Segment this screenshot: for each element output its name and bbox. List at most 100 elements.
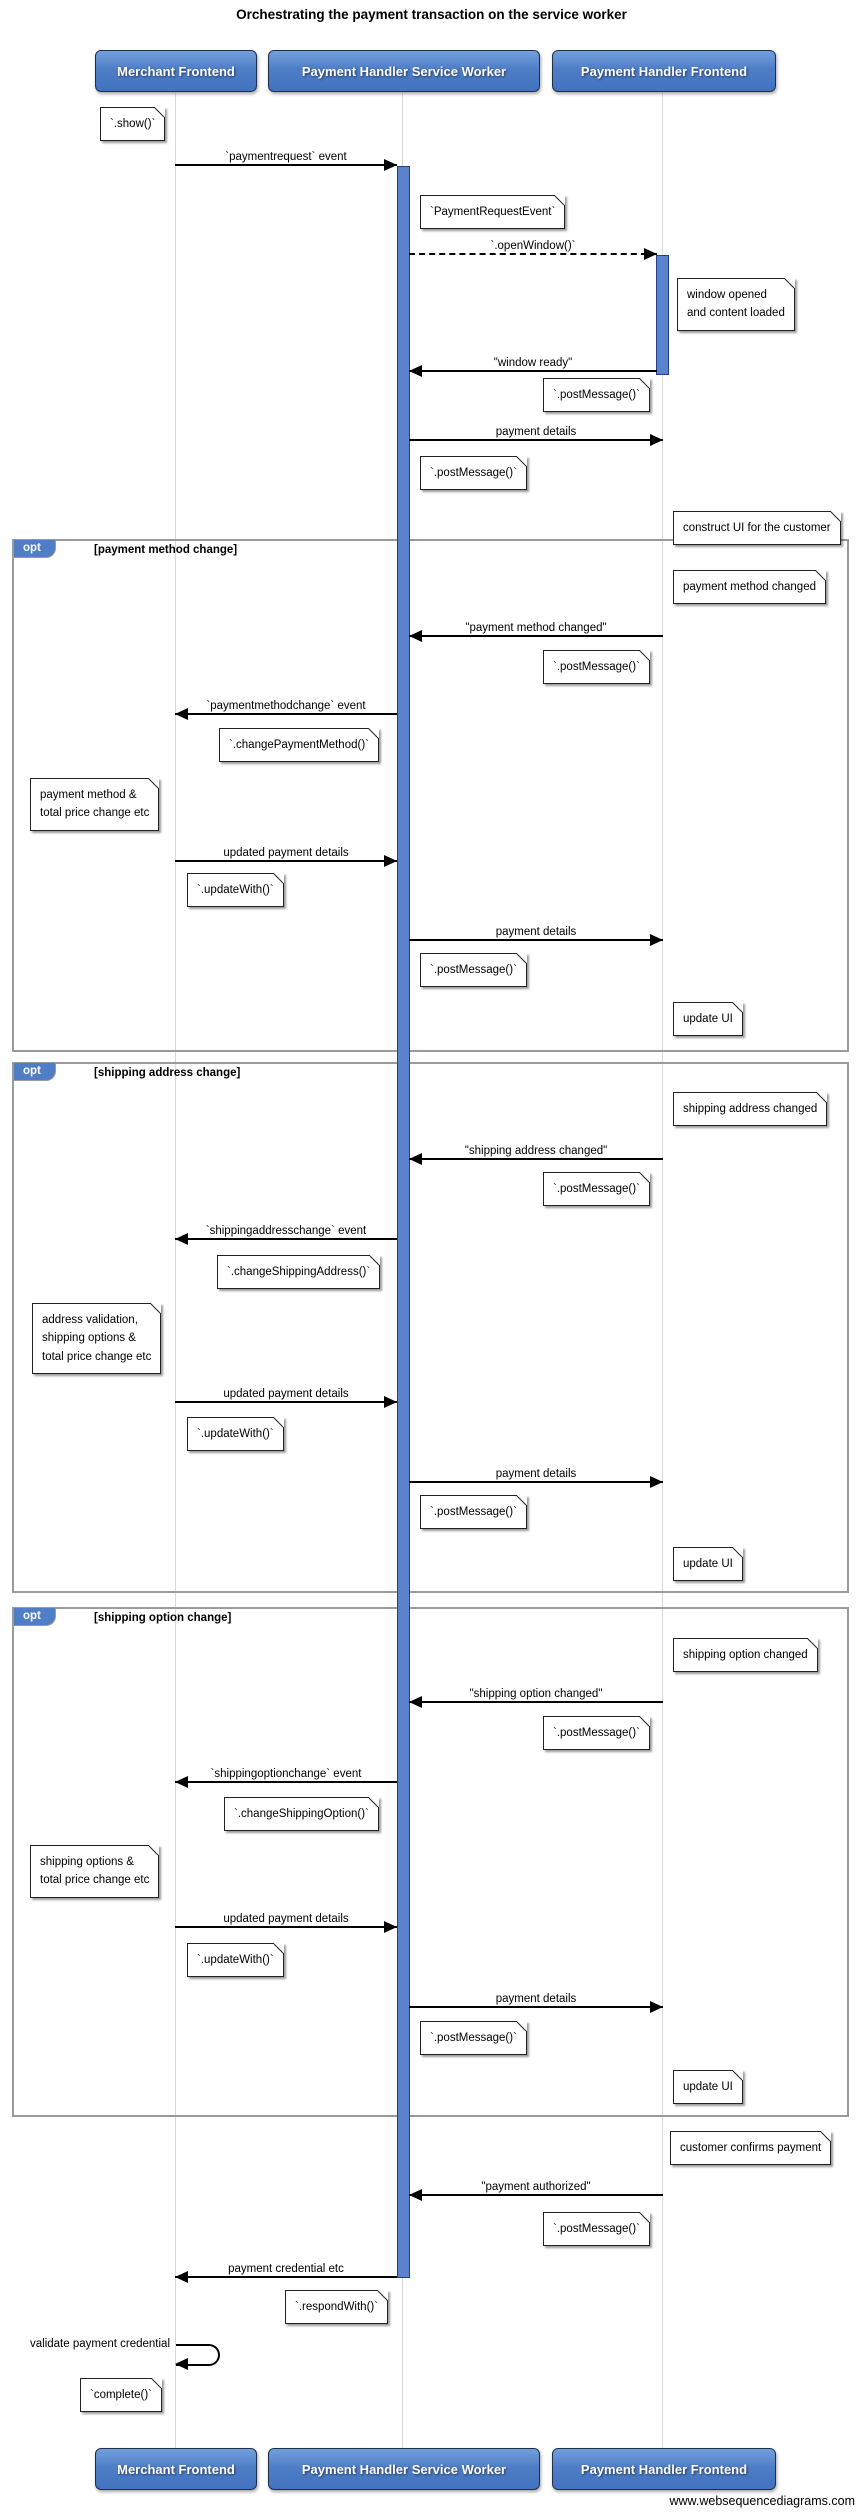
note-update-with: `.updateWith()`	[187, 1943, 284, 1978]
message-label: payment details	[495, 1468, 577, 1480]
note-post-message: `.postMessage()`	[543, 378, 650, 413]
arrowhead-icon	[175, 1776, 188, 1788]
fragment-condition: [payment method change]	[94, 544, 238, 556]
message-label: "window ready"	[493, 357, 573, 369]
arrowhead-icon	[384, 1396, 397, 1408]
arrowhead-icon	[409, 1153, 422, 1165]
note-post-message: `.postMessage()`	[543, 1716, 650, 1751]
arrowhead-icon	[409, 365, 422, 377]
message-payment-method-changed: "payment method changed"	[409, 617, 663, 642]
note-post-message: `.postMessage()`	[420, 456, 527, 491]
note-payment-method-total-price: payment method & total price change etc	[30, 778, 160, 831]
note-update-ui: update UI	[673, 1547, 743, 1582]
arrowhead-icon	[650, 1476, 663, 1488]
diagram-title: Orchestrating the payment transaction on…	[236, 7, 627, 22]
message-label: `paymentrequest` event	[225, 151, 347, 163]
arrowhead-icon	[175, 708, 188, 720]
arrowhead-icon	[175, 2358, 188, 2370]
message-line	[409, 253, 657, 255]
actor-merchant-frontend-top: Merchant Frontend	[95, 50, 257, 92]
note-update-ui: update UI	[673, 1002, 743, 1037]
arrowhead-icon	[409, 1696, 422, 1708]
note-payment-method-changed: payment method changed	[673, 570, 826, 605]
message-line	[409, 1481, 663, 1483]
actor-payment-handler-frontend-top: Payment Handler Frontend	[552, 50, 776, 92]
message-label: "payment authorized"	[481, 2181, 591, 2193]
message-payment-details: payment details	[409, 921, 663, 946]
lifeline-merchant-frontend	[175, 93, 176, 2448]
message-payment-details: payment details	[409, 1988, 663, 2013]
message-line	[409, 939, 663, 941]
message-label: `paymentmethodchange` event	[206, 700, 366, 712]
note-post-message: `.postMessage()`	[420, 1495, 527, 1530]
note-complete: `complete()`	[80, 2378, 162, 2413]
message-validate-payment-credential-label: validate payment credential	[30, 2338, 170, 2350]
note-address-validation: address validation, shipping options & t…	[32, 1303, 162, 1375]
arrowhead-icon	[409, 630, 422, 642]
message-label: updated payment details	[223, 847, 349, 859]
note-show: `.show()`	[100, 107, 166, 142]
note-change-payment-method: `.changePaymentMethod()`	[219, 728, 379, 763]
message-label: `.openWindow()`	[490, 240, 576, 252]
note-post-message: `.postMessage()`	[420, 2021, 527, 2056]
note-construct-ui: construct UI for the customer	[673, 511, 841, 546]
message-payment-credential-etc: payment credential etc	[175, 2258, 397, 2283]
fragment-condition: [shipping address change]	[94, 1067, 241, 1079]
note-shipping-options-total-price: shipping options & total price change et…	[30, 1845, 160, 1898]
message-payment-details: payment details	[409, 421, 663, 446]
fragment-keyword: opt	[13, 1608, 56, 1626]
message-line	[175, 1926, 397, 1928]
message-updated-payment-details: updated payment details	[175, 1908, 397, 1933]
message-line	[175, 2276, 397, 2278]
message-label: "shipping address changed"	[464, 1145, 608, 1157]
note-post-message: `.postMessage()`	[543, 1172, 650, 1207]
message-label: updated payment details	[223, 1913, 349, 1925]
message-line	[409, 439, 663, 441]
activation-service-worker	[397, 166, 410, 2278]
message-shippingoptionchange-event: `shippingoptionchange` event	[175, 1763, 397, 1788]
message-label: payment credential etc	[228, 2263, 344, 2275]
actor-label: Payment Handler Frontend	[580, 2461, 748, 2477]
fragment-condition: [shipping option change]	[94, 1612, 232, 1624]
arrowhead-icon	[650, 2001, 663, 2013]
note-payment-request-event: `PaymentRequestEvent`	[420, 195, 566, 230]
fragment-opt-payment-method-change: opt [payment method change]	[12, 539, 849, 1052]
message-label: payment details	[495, 426, 577, 438]
note-respond-with: `.respondWith()`	[285, 2290, 389, 2325]
note-shipping-address-changed: shipping address changed	[673, 1092, 828, 1127]
note-customer-confirms-payment: customer confirms payment	[670, 2131, 832, 2166]
websequencediagrams-watermark: www.websequencediagrams.com	[669, 2494, 855, 2508]
message-validate-payment-credential	[175, 2344, 220, 2370]
actor-label: Payment Handler Service Worker	[301, 2461, 507, 2477]
note-update-with: `.updateWith()`	[187, 1417, 284, 1452]
message-shipping-option-changed: "shipping option changed"	[409, 1683, 663, 1708]
message-window-ready: "window ready"	[409, 352, 657, 377]
message-shipping-address-changed: "shipping address changed"	[409, 1140, 663, 1165]
note-change-shipping-address: `.changeShippingAddress()`	[217, 1255, 381, 1290]
arrowhead-icon	[650, 434, 663, 446]
message-line	[175, 713, 397, 715]
message-label: `shippingoptionchange` event	[210, 1768, 362, 1780]
note-post-message: `.postMessage()`	[543, 2212, 650, 2247]
actor-payment-handler-frontend-bottom: Payment Handler Frontend	[552, 2448, 776, 2490]
arrowhead-icon	[384, 159, 397, 171]
fragment-keyword: opt	[13, 540, 56, 558]
arrowhead-icon	[175, 1233, 188, 1245]
message-label: payment details	[495, 926, 577, 938]
note-shipping-option-changed: shipping option changed	[673, 1638, 818, 1673]
message-label: payment details	[495, 1993, 577, 2005]
message-line	[409, 370, 657, 372]
message-open-window: `.openWindow()`	[409, 235, 657, 260]
message-line	[409, 1701, 663, 1703]
message-paymentrequest-event: `paymentrequest` event	[175, 146, 397, 171]
message-line	[175, 1781, 397, 1783]
note-window-opened: window opened and content loaded	[677, 278, 795, 331]
message-updated-payment-details: updated payment details	[175, 1383, 397, 1408]
arrowhead-icon	[175, 2271, 188, 2283]
fragment-keyword: opt	[13, 1063, 56, 1081]
message-paymentmethodchange-event: `paymentmethodchange` event	[175, 695, 397, 720]
message-line	[175, 1238, 397, 1240]
note-change-shipping-option: `.changeShippingOption()`	[224, 1797, 379, 1832]
message-line	[409, 2194, 663, 2196]
